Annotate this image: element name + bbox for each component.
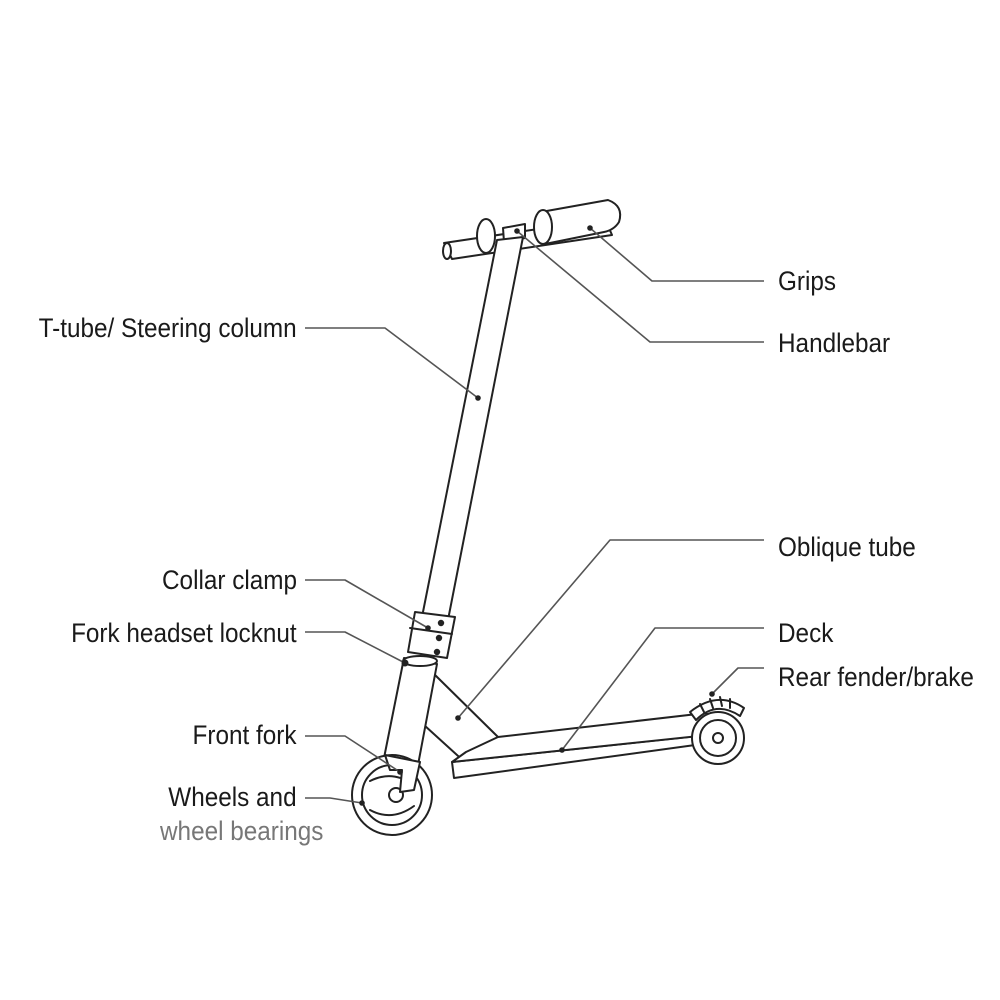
leader-oblique-tube [457,539,764,719]
label-collar-clamp: Collar clamp [161,565,297,595]
left-grip-flange [476,218,496,254]
right-grip [540,199,622,245]
fork-headset [383,657,438,766]
label-oblique-tube: Oblique tube [778,532,916,562]
collar-clamp [407,611,456,659]
label-t-tube: T-tube/ Steering column [39,313,297,343]
handlebar-left-end [442,242,452,260]
leader-fork-headset [305,631,406,664]
leader-deck [561,627,764,751]
leader-collar-clamp [305,579,429,629]
label-grips: Grips [778,266,837,296]
leader-wheels [305,797,363,804]
leader-rear-fender [711,667,764,695]
label-wheels-line1: Wheels and [168,782,297,812]
label-front-fork: Front fork [193,720,297,750]
label-handlebar: Handlebar [778,328,891,358]
leader-handlebar [516,230,764,343]
label-deck: Deck [778,618,834,648]
label-wheels-line2: wheel bearings [160,816,324,846]
steering-column [420,236,524,626]
front-fork [384,754,421,793]
label-rear-fender-brake: Rear fender/brake [778,662,974,692]
label-fork-headset-locknut: Fork headset locknut [71,618,297,648]
leader-t-tube [305,327,479,399]
right-grip-flange [533,209,553,245]
leader-front-fork [305,735,401,773]
leader-grips [589,227,764,282]
